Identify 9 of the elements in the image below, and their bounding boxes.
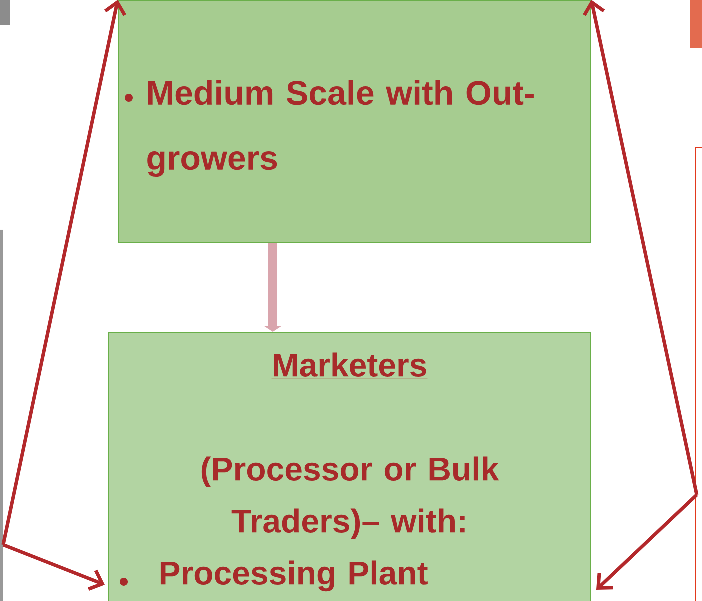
partial-box xyxy=(695,147,702,601)
arrow xyxy=(2,543,105,591)
arrow xyxy=(583,0,699,496)
node-label: Medium Scale with Out-growers xyxy=(148,80,534,178)
arrow xyxy=(2,0,126,546)
process-box: Marketers (Processor or Bulk Traders)– with: Processing Plant xyxy=(108,332,592,601)
process-box xyxy=(118,0,592,244)
partial-box xyxy=(0,230,4,601)
arrow xyxy=(596,494,698,590)
